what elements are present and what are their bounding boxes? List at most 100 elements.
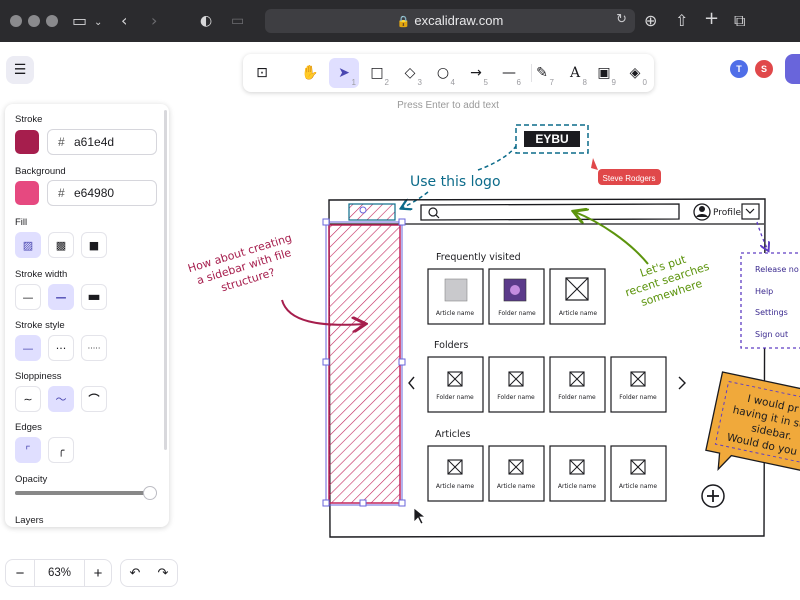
download-icon[interactable]: ⊕ bbox=[644, 11, 658, 30]
stroke-width-extra-bold-button[interactable]: ▬ bbox=[81, 284, 107, 310]
line-icon: — bbox=[502, 65, 516, 81]
chevron-down-icon[interactable]: ⌄ bbox=[94, 17, 103, 28]
collaborator-avatar[interactable]: T bbox=[730, 60, 748, 78]
resize-handle[interactable] bbox=[322, 218, 330, 226]
search-bar[interactable] bbox=[420, 203, 680, 221]
menu-item-help[interactable]: Help bbox=[755, 287, 773, 296]
tool-arrow[interactable]: →5 bbox=[470, 65, 488, 87]
stroke-style-dashed-button[interactable]: ··· bbox=[48, 335, 74, 361]
stroke-style-solid-button[interactable]: — bbox=[15, 335, 41, 361]
tile-article[interactable]: Article name bbox=[610, 445, 667, 502]
background-color-swatch[interactable] bbox=[15, 181, 39, 205]
back-icon[interactable]: ‹ bbox=[121, 11, 128, 30]
tool-eraser[interactable]: ◈0 bbox=[629, 65, 647, 87]
tool-draw[interactable]: ✎7 bbox=[536, 65, 554, 87]
carousel-prev-icon[interactable] bbox=[408, 376, 415, 390]
profile-avatar-icon[interactable] bbox=[693, 203, 711, 221]
forward-icon[interactable]: › bbox=[151, 11, 158, 30]
tile-folder[interactable]: Folder name bbox=[427, 356, 484, 413]
resize-handle[interactable] bbox=[322, 499, 330, 507]
fill-hachure-button[interactable]: ▨ bbox=[15, 232, 41, 258]
tile-article[interactable]: Article name bbox=[427, 268, 484, 325]
tile-article[interactable]: Article name bbox=[549, 445, 606, 502]
edges-sharp-button[interactable]: ⌜ bbox=[15, 437, 41, 463]
resize-handle[interactable] bbox=[359, 499, 367, 507]
sloppiness-artist-button[interactable]: 〜 bbox=[48, 386, 74, 412]
sidebar-toggle-icon[interactable]: ▭ bbox=[72, 11, 88, 30]
zoom-in-button[interactable]: + bbox=[93, 565, 103, 582]
tile-article[interactable]: Article name bbox=[427, 445, 484, 502]
tile-article[interactable]: Article name bbox=[549, 268, 606, 325]
panel-scrollbar[interactable] bbox=[164, 110, 167, 450]
close-window-button[interactable] bbox=[10, 15, 22, 27]
logo-box[interactable] bbox=[515, 124, 589, 154]
resize-handle[interactable] bbox=[398, 358, 406, 366]
tool-line[interactable]: —6 bbox=[502, 65, 521, 87]
menu-item-settings[interactable]: Settings bbox=[755, 308, 788, 317]
reader-icon[interactable]: ▭ bbox=[231, 13, 245, 29]
stroke-width-thin-button[interactable]: — bbox=[15, 284, 41, 310]
menu-item-release-notes[interactable]: Release no bbox=[755, 265, 799, 274]
menu-item-sign-out[interactable]: Sign out bbox=[755, 330, 788, 339]
tool-rectangle[interactable]: □2 bbox=[370, 65, 389, 87]
reload-icon[interactable]: ↻ bbox=[616, 12, 627, 27]
stroke-width-bold-button[interactable]: — bbox=[48, 284, 74, 310]
tile-article[interactable]: Article name bbox=[488, 445, 545, 502]
lock-icon: 🔒 bbox=[396, 15, 411, 28]
collaborator-avatar[interactable]: S bbox=[755, 60, 773, 78]
tile-folder[interactable]: Folder name bbox=[549, 356, 606, 413]
fill-solid-button[interactable]: ■ bbox=[81, 232, 107, 258]
stroke-style-dotted-button[interactable]: ····· bbox=[81, 335, 107, 361]
background-hex-input[interactable]: # e64980 bbox=[47, 180, 157, 206]
resize-handle[interactable] bbox=[398, 218, 406, 226]
minimize-window-button[interactable] bbox=[28, 15, 40, 27]
opacity-label: Opacity bbox=[15, 474, 48, 485]
tile-folder[interactable]: Folder name bbox=[488, 356, 545, 413]
rotate-handle[interactable] bbox=[359, 206, 367, 214]
address-bar[interactable]: 🔒excalidraw.com ↻ bbox=[265, 9, 635, 33]
sharp-corner-icon: ⌜ bbox=[25, 443, 31, 457]
edges-label: Edges bbox=[15, 422, 42, 433]
stroke-color-swatch[interactable] bbox=[15, 130, 39, 154]
svg-text:Folder name: Folder name bbox=[498, 310, 536, 317]
share-button[interactable] bbox=[785, 54, 800, 84]
tool-selection[interactable]: ➤1 bbox=[329, 58, 359, 88]
sidebar-sketch[interactable] bbox=[328, 224, 401, 504]
tile-folder[interactable]: Folder name bbox=[610, 356, 667, 413]
sidebar-note[interactable]: How about creating a sidebar with file s… bbox=[186, 231, 301, 302]
add-button[interactable] bbox=[701, 484, 725, 508]
undo-button[interactable]: ↶ bbox=[121, 564, 149, 584]
search-note[interactable]: Let's put recent searches somewhere bbox=[619, 246, 715, 312]
share-icon[interactable]: ⇧ bbox=[675, 11, 689, 30]
logo-placeholder[interactable] bbox=[348, 203, 396, 221]
tool-lock[interactable]: ⊡ bbox=[247, 58, 277, 88]
fill-crosshatch-button[interactable]: ▩ bbox=[48, 232, 74, 258]
edges-round-button[interactable]: ╭ bbox=[48, 437, 74, 463]
opacity-slider-knob[interactable] bbox=[142, 486, 157, 500]
carousel-next-icon[interactable] bbox=[678, 376, 686, 390]
stroke-hex-input[interactable]: # a61e4d bbox=[47, 129, 157, 155]
tile-folder[interactable]: Folder name bbox=[488, 268, 545, 325]
sloppiness-cartoonist-button[interactable]: ⌒ bbox=[81, 386, 107, 412]
excalidraw-canvas[interactable]: EYBU Steve Rodgers Use this logo Profile bbox=[0, 42, 800, 600]
tool-hand[interactable]: ✋ bbox=[295, 58, 325, 88]
zoom-level[interactable]: 63% bbox=[34, 560, 85, 586]
main-menu-button[interactable]: ☰ bbox=[6, 56, 34, 84]
tabs-icon[interactable]: ⧉ bbox=[734, 11, 746, 30]
zoom-window-button[interactable] bbox=[46, 15, 58, 27]
tool-image[interactable]: ▣9 bbox=[597, 65, 616, 87]
sloppiness-architect-button[interactable]: ∼ bbox=[15, 386, 41, 412]
resize-handle[interactable] bbox=[322, 358, 330, 366]
profile-dropdown-menu[interactable] bbox=[740, 252, 800, 349]
resize-handle[interactable] bbox=[398, 499, 406, 507]
redo-button[interactable]: ↷ bbox=[149, 564, 177, 584]
zoom-out-button[interactable]: − bbox=[15, 565, 25, 582]
tool-diamond[interactable]: ◇3 bbox=[404, 65, 422, 87]
tool-ellipse[interactable]: ○4 bbox=[436, 65, 455, 87]
sticky-note[interactable]: I would pr having it in sug sidebar. Wou… bbox=[703, 371, 800, 490]
new-tab-icon[interactable]: + bbox=[704, 8, 720, 29]
opacity-slider[interactable] bbox=[15, 486, 157, 500]
profile-dropdown-button[interactable] bbox=[741, 203, 760, 220]
shield-icon[interactable]: ◐ bbox=[200, 13, 213, 29]
